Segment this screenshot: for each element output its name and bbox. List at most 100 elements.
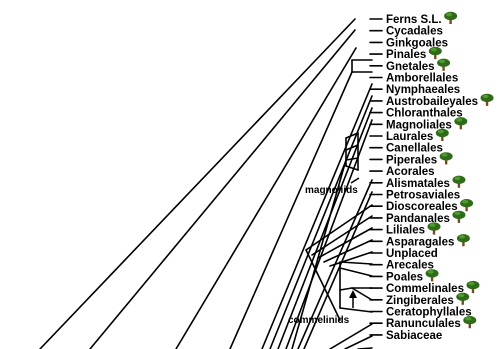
taxon-label-sabiaceae: Sabiaceae: [386, 330, 442, 342]
tree-icon: [428, 46, 442, 60]
tree-icon-highlight: [429, 223, 436, 227]
tree-icon: [460, 199, 474, 212]
tip-commelinales: [351, 287, 373, 301]
branch-dioscoreales: [311, 215, 373, 256]
branch-piperales: [345, 165, 359, 171]
branch-ranunculales: [344, 335, 373, 349]
branch-petrosaviales: [305, 204, 373, 251]
tree-icon: [439, 152, 453, 165]
tree-icon-trunk: [468, 322, 471, 329]
branch-magnoliids: [291, 159, 347, 349]
taxon-label-ceratophyllales: Ceratophyllales: [386, 307, 472, 319]
branch-cycads: [89, 29, 356, 349]
tree-icon: [456, 234, 470, 247]
tree-icon: [463, 316, 477, 329]
taxon-label-amborellales: Amborellales: [386, 73, 458, 85]
tree-icon-highlight: [441, 153, 448, 157]
branch-poales: [339, 287, 353, 291]
stem-commelinids: [305, 249, 341, 321]
tree-icon: [452, 210, 466, 223]
taxon-label-piperales: Piperales: [386, 154, 437, 166]
branch-ferns: [39, 18, 356, 349]
tree-icon-highlight: [458, 293, 465, 298]
tree-icon-highlight: [437, 129, 444, 134]
tree-icon-trunk: [459, 123, 463, 130]
tree-icon-highlight: [465, 316, 472, 321]
tree-icons: [425, 11, 494, 329]
tree-icon: [444, 11, 458, 24]
tree-icon: [425, 269, 439, 282]
branch-amborellales: [261, 83, 373, 349]
tree-icon-highlight: [430, 47, 437, 52]
tree-icon-trunk: [485, 99, 489, 106]
branch-austrobaileyales: [277, 107, 373, 349]
tree-icon-highlight: [454, 176, 461, 181]
tree-icon-trunk: [432, 228, 436, 235]
tree-icon-highlight: [439, 59, 446, 64]
taxon-labels: Ferns S.L.CycadalesGinkgoalesPinalesGnet…: [386, 14, 478, 342]
commelinids-arrowhead: [349, 290, 357, 298]
taxon-label-gnetales: Gnetales: [386, 61, 435, 73]
tree-branches: [39, 18, 383, 349]
taxon-label-liliales: Liliales: [386, 225, 425, 237]
tree-icon-highlight: [468, 281, 475, 286]
tree-icon: [427, 222, 441, 235]
tree-icon: [437, 58, 451, 71]
branch-asparagales: [329, 251, 373, 267]
magnoliids-pointer: [350, 177, 360, 184]
taxon-label-ginkgoales: Ginkgoales: [386, 37, 448, 49]
branch-conifers: [229, 71, 353, 349]
branch-magnoliales: [345, 132, 359, 139]
tree-icon: [480, 93, 494, 106]
taxon-label-arecales: Arecales: [386, 260, 434, 272]
branch-pandanales: [317, 227, 373, 259]
tree-icon-trunk: [434, 53, 437, 60]
tree-icon-highlight: [482, 94, 489, 99]
tree-icon-highlight: [462, 199, 469, 204]
taxon-label-chloranthales: Chloranthales: [386, 108, 463, 120]
clade-label-magnoliids: magnoliids: [305, 185, 358, 196]
branch-zingiberales: [339, 307, 373, 313]
taxon-label-canellales: Canellales: [386, 143, 443, 155]
taxon-label-alismatales: Alismatales: [386, 178, 450, 190]
clade-annotations: magnoliids commelinids: [288, 177, 360, 326]
tree-icon: [466, 280, 480, 294]
branch-liliales: [323, 239, 373, 263]
taxon-label-ferns-s-l: Ferns S.L.: [386, 14, 442, 26]
taxon-label-nymphaeales: Nymphaeales: [386, 84, 460, 96]
tree-icon: [435, 128, 449, 141]
tree-icon-trunk: [441, 135, 444, 141]
tree-icon-trunk: [444, 158, 448, 165]
tree-icon-trunk: [461, 298, 464, 305]
branch-unplaced: [339, 261, 373, 265]
taxon-label-magnoliales: Magnoliales: [386, 119, 452, 131]
taxon-label-cycadales: Cycadales: [386, 26, 443, 38]
taxon-label-dioscoreales: Dioscoreales: [386, 201, 458, 213]
tree-icon-highlight: [427, 270, 434, 274]
branch-nymphaeales: [269, 95, 373, 349]
tree-icon-trunk: [462, 240, 465, 247]
branch-arecales: [339, 267, 373, 277]
tree-icon-trunk: [471, 287, 475, 294]
tree-icon-trunk: [457, 216, 461, 223]
branch-ginkgo: [175, 47, 357, 349]
taxon-label-laurales: Laurales: [386, 131, 433, 143]
taxon-label-unplaced: Unplaced: [386, 248, 438, 260]
tree-icon-highlight: [458, 235, 465, 239]
taxon-label-petrosaviales: Petrosaviales: [386, 190, 460, 202]
taxon-label-zingiberales: Zingiberales: [386, 295, 454, 307]
tree-icon: [452, 175, 466, 188]
tree-icon-trunk: [449, 18, 452, 24]
taxon-label-asparagales: Asparagales: [386, 236, 454, 248]
taxon-label-austrobaileyales: Austrobaileyales: [386, 96, 478, 108]
branch-laurales: [345, 144, 359, 151]
tree-icon-highlight: [456, 118, 463, 122]
taxon-label-poales: Poales: [386, 271, 423, 283]
tree-icon-trunk: [442, 64, 445, 71]
tree-icon: [456, 292, 470, 305]
branch-canellales: [345, 157, 359, 161]
branch-ceratophyllales: [329, 323, 373, 349]
tree-icon: [454, 117, 468, 130]
